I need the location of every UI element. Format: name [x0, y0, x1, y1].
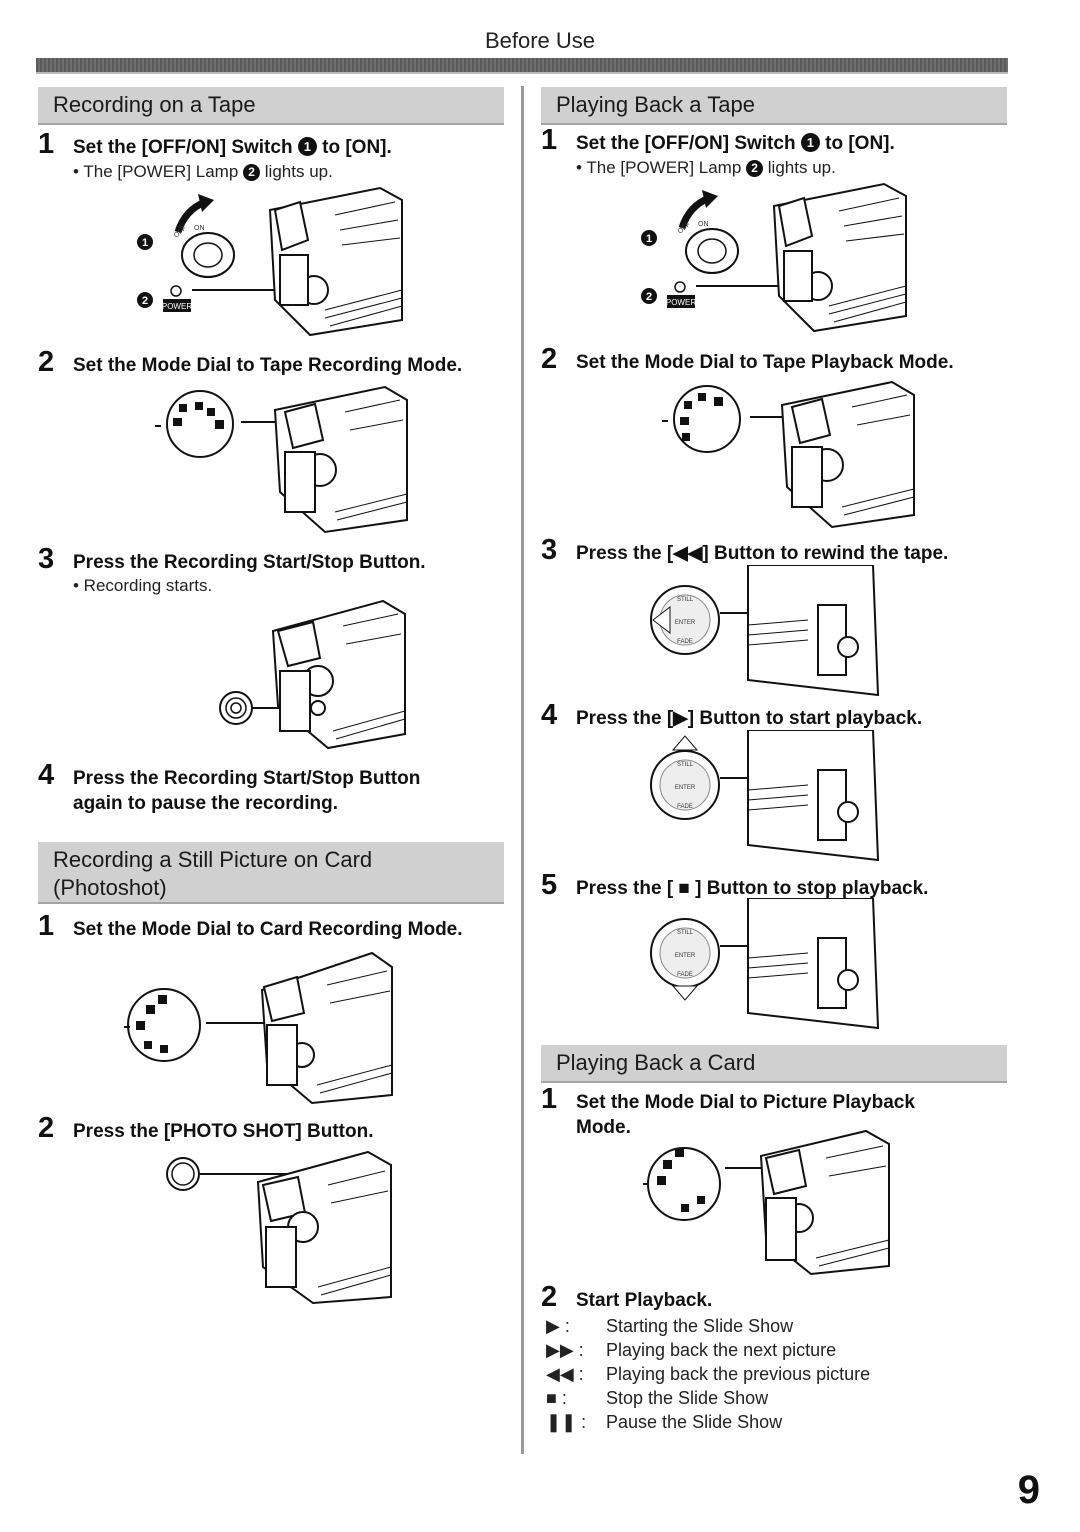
- legend-row: ◀◀ : Playing back the previous picture: [546, 1364, 870, 1388]
- svg-text:ENTER: ENTER: [675, 953, 696, 959]
- svg-text:2: 2: [646, 291, 652, 303]
- joystick-stop-illustration: STILL ENTER FADE: [648, 898, 883, 1030]
- legend-row: ■ : Stop the Slide Show: [546, 1388, 870, 1412]
- step-number: 2: [541, 343, 558, 375]
- callout-badge: 1: [800, 133, 820, 152]
- step-instruction-line1: Set the Mode Dial to Picture Playback: [576, 1092, 915, 1113]
- step-instruction: Set the Mode Dial to Card Recording Mode…: [73, 919, 463, 940]
- step-number: 2: [38, 346, 55, 378]
- step-number: 3: [541, 534, 558, 566]
- section-title-line2: (Photoshot): [53, 874, 167, 900]
- svg-text:ENTER: ENTER: [675, 620, 696, 626]
- legend-row: ▶ : Starting the Slide Show: [546, 1316, 870, 1340]
- svg-text:STILL: STILL: [677, 762, 694, 768]
- column-divider: [521, 86, 524, 1454]
- mode-dial-card-illustration: [122, 945, 397, 1105]
- record-button-illustration: [218, 596, 413, 756]
- rewind-icon: ◀◀ :: [546, 1364, 584, 1384]
- section-title-recording-tape: Recording on a Tape: [38, 87, 504, 125]
- svg-text:FADE: FADE: [677, 972, 693, 978]
- step-number: 4: [38, 759, 55, 791]
- mode-dial-playback-illustration: [662, 377, 922, 532]
- step-number: 2: [541, 1281, 558, 1313]
- callout-badge: 2: [746, 160, 764, 177]
- svg-text:POWER: POWER: [162, 302, 192, 311]
- callout-badge: 1: [297, 137, 317, 156]
- callout-badge: 2: [243, 164, 261, 181]
- step-note: • The [POWER] Lamp 2 lights up.: [73, 162, 333, 181]
- legend-row: ❚❚ : Pause the Slide Show: [546, 1412, 870, 1436]
- step-number: 2: [38, 1112, 55, 1144]
- joystick-rewind-illustration: STILL ENTER FADE: [648, 565, 883, 697]
- section-title-playing-tape: Playing Back a Tape: [541, 87, 1007, 125]
- joystick-play-illustration: STILL ENTER FADE: [648, 730, 883, 862]
- step-instruction-line1: Press the Recording Start/Stop Button: [73, 768, 421, 789]
- mode-dial-picture-playback-illustration: [641, 1126, 896, 1276]
- header-rule-thin: [36, 72, 1008, 74]
- step-number: 1: [38, 910, 55, 942]
- mode-dial-illustration: [155, 382, 415, 537]
- step-instruction: Set the [OFF/ON] Switch 1 to [ON].: [576, 133, 895, 154]
- svg-text:1: 1: [142, 237, 148, 249]
- svg-text:ON: ON: [194, 225, 205, 232]
- stop-icon: ■ :: [546, 1388, 567, 1408]
- pause-icon: ❚❚ :: [546, 1412, 587, 1432]
- svg-text:OFF: OFF: [677, 221, 692, 235]
- page-header-title: Before Use: [484, 28, 596, 53]
- svg-text:ENTER: ENTER: [675, 785, 696, 791]
- photo-shot-button-illustration: [163, 1147, 398, 1307]
- step-instruction: Press the [◀◀] Button to rewind the tape…: [576, 543, 949, 564]
- step-number: 4: [541, 699, 558, 731]
- header-rule: [36, 58, 1008, 72]
- svg-text:1: 1: [646, 233, 652, 245]
- svg-text:FADE: FADE: [677, 639, 693, 645]
- svg-text:2: 2: [142, 295, 148, 307]
- playback-controls-legend: ▶ : Starting the Slide Show ▶▶ : Playing b…: [546, 1316, 870, 1436]
- step-number: 3: [38, 543, 55, 575]
- svg-text:STILL: STILL: [677, 597, 694, 603]
- step-instruction: Set the [OFF/ON] Switch 1 to [ON].: [73, 137, 392, 158]
- step-instruction: Press the [PHOTO SHOT] Button.: [73, 1121, 374, 1142]
- svg-text:OFF: OFF: [173, 225, 188, 239]
- step-instruction: Set the Mode Dial to Tape Recording Mode…: [73, 355, 463, 376]
- step-instruction: Press the [▶] Button to start playback.: [576, 708, 923, 729]
- page-number: 9: [1017, 1468, 1040, 1512]
- step-instruction: Press the [ ■ ] Button to stop playback.: [576, 878, 929, 899]
- step-instruction-line2: Mode.: [576, 1117, 631, 1138]
- step-number: 1: [541, 1083, 558, 1115]
- legend-text: Pause the Slide Show: [606, 1412, 783, 1432]
- step-note: • Recording starts.: [73, 576, 213, 595]
- step-number: 1: [38, 128, 55, 160]
- legend-text: Playing back the next picture: [606, 1340, 837, 1360]
- step-number: 5: [541, 869, 558, 901]
- step-instruction: Press the Recording Start/Stop Button.: [73, 552, 426, 573]
- step-number: 1: [541, 124, 558, 156]
- svg-text:STILL: STILL: [677, 930, 694, 936]
- step-instruction-line2: again to pause the recording.: [73, 793, 338, 814]
- legend-text: Stop the Slide Show: [606, 1388, 769, 1408]
- legend-text: Playing back the previous picture: [606, 1364, 871, 1384]
- svg-text:POWER: POWER: [666, 298, 696, 307]
- legend-text: Starting the Slide Show: [606, 1316, 794, 1336]
- fast-forward-icon: ▶▶ :: [546, 1340, 584, 1360]
- camcorder-power-switch-illustration: 1 2 OFF ON POWER: [634, 176, 924, 336]
- step-instruction: Start Playback.: [576, 1290, 713, 1311]
- svg-text:ON: ON: [698, 221, 709, 228]
- play-icon: ▶ :: [546, 1316, 570, 1336]
- step-instruction: Set the Mode Dial to Tape Playback Mode.: [576, 352, 954, 373]
- svg-text:FADE: FADE: [677, 804, 693, 810]
- legend-row: ▶▶ : Playing back the next picture: [546, 1340, 870, 1364]
- section-title-still-picture: Recording a Still Picture on Card (Photo…: [38, 842, 504, 904]
- section-title-line1: Recording a Still Picture on Card: [53, 847, 373, 872]
- step-note: • The [POWER] Lamp 2 lights up.: [576, 158, 836, 177]
- section-title-playing-card: Playing Back a Card: [541, 1045, 1007, 1083]
- camcorder-power-switch-illustration: 1 2 OFF ON POWER: [130, 180, 420, 340]
